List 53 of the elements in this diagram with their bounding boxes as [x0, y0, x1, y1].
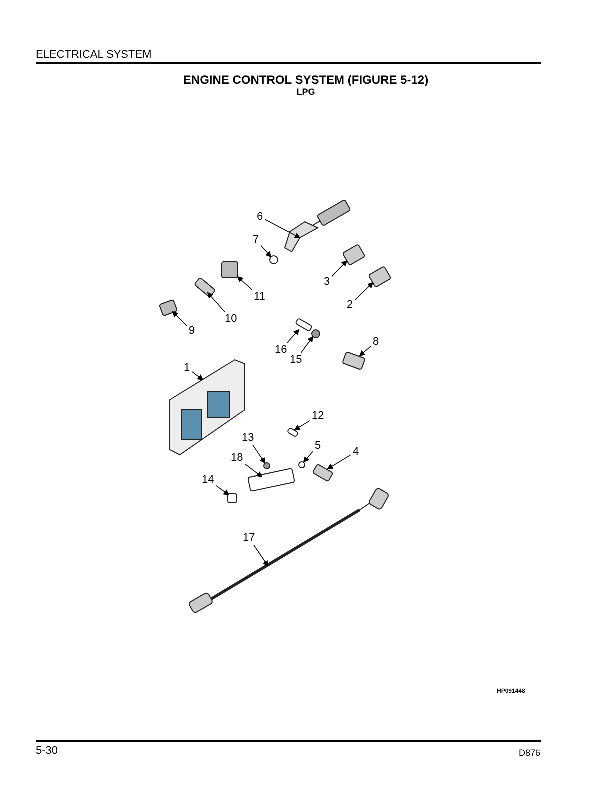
callout-number: 15 [289, 354, 304, 366]
callout-number: 13 [241, 432, 256, 444]
callout-number: 2 [346, 299, 354, 311]
plate-drawing [248, 468, 296, 492]
page-number: 5-30 [36, 745, 58, 757]
callout-number: 1 [183, 362, 192, 374]
document-code: D876 [519, 748, 541, 758]
sensor-drawing [222, 262, 238, 278]
leader-line [172, 311, 188, 326]
leader-line [286, 329, 300, 344]
leader-line [207, 292, 226, 312]
callout-number: 11 [253, 291, 266, 303]
leader-line [264, 219, 301, 238]
section-header: ELECTRICAL SYSTEM [36, 49, 152, 61]
leader-line [252, 444, 266, 464]
callout-number: 14 [201, 474, 216, 486]
callout-number: 3 [323, 276, 332, 288]
leader-line [300, 336, 314, 354]
leader-line [327, 454, 352, 470]
callout-number: 9 [188, 325, 196, 337]
callout-number: 7 [252, 234, 260, 246]
callout-number: 16 [274, 344, 288, 356]
nut-drawing [312, 330, 320, 338]
leader-line [216, 485, 230, 496]
callout-number: 10 [224, 313, 238, 325]
callout-number: 6 [256, 211, 264, 223]
leader-line [354, 282, 374, 301]
callout-number: 5 [314, 440, 322, 452]
callout-number: 17 [242, 532, 256, 544]
page-title: ENGINE CONTROL SYSTEM (FIGURE 5-12) [182, 73, 430, 87]
bolt-drawing [286, 427, 300, 438]
sensor-drawing [342, 351, 366, 371]
ring-drawing [270, 256, 278, 264]
leader-line [244, 464, 263, 478]
leader-line [192, 371, 204, 381]
callout-number: 4 [352, 446, 360, 458]
callout-number: 8 [372, 336, 380, 348]
sensor-cable-drawing [188, 487, 390, 614]
subtitle: LPG [296, 87, 316, 97]
nut-drawing [264, 462, 270, 470]
ring-drawing [298, 462, 306, 468]
leader-line [359, 346, 372, 357]
bolt-drawing [295, 318, 313, 332]
leader-line [303, 451, 314, 463]
callout-number: 12 [311, 410, 326, 422]
callout-number: 18 [230, 452, 244, 464]
connector-drawing [284, 199, 352, 253]
leader-line [237, 276, 253, 290]
leader-line [332, 260, 348, 278]
sensor-drawing [158, 299, 178, 317]
leader-line [294, 420, 310, 431]
leader-line [253, 544, 269, 567]
leader-line [260, 245, 272, 258]
